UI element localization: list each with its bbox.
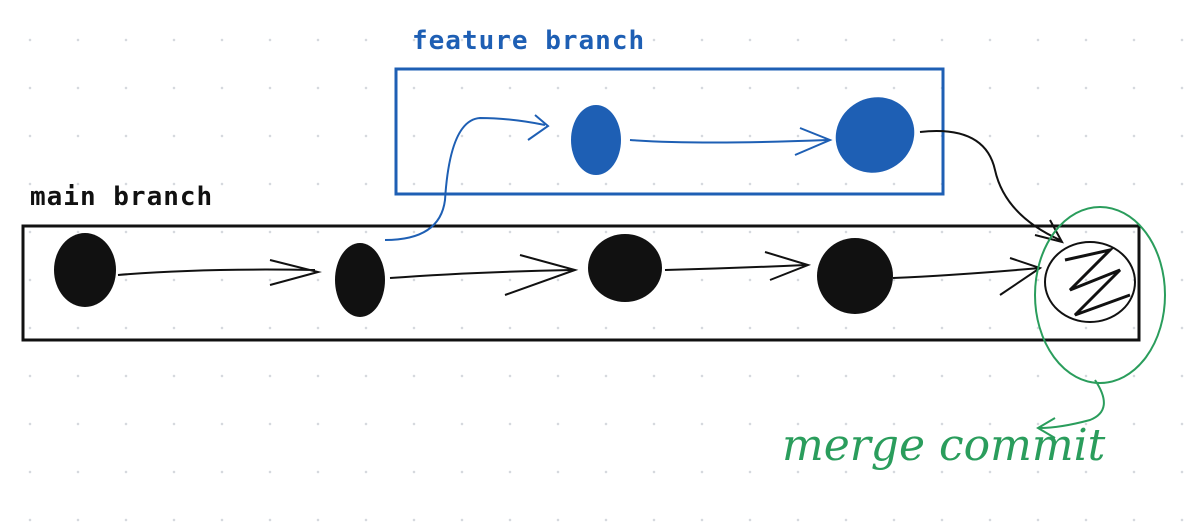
merge-commit-node bbox=[1044, 241, 1136, 323]
main-commit-4 bbox=[817, 238, 893, 314]
merge-annotation-arrow bbox=[1036, 379, 1105, 439]
feature-commit-2 bbox=[835, 97, 915, 173]
feature-commit-1 bbox=[571, 105, 621, 175]
merge-commit-scribble bbox=[1064, 247, 1131, 317]
main-commit-1 bbox=[54, 233, 116, 307]
main-commit-2 bbox=[335, 243, 385, 317]
merge-highlight-circle bbox=[1034, 206, 1166, 384]
feature-branch-label: feature branch bbox=[412, 26, 646, 56]
merge-commit-annotation: merge commit bbox=[782, 420, 1106, 471]
feature-arrows bbox=[384, 114, 833, 241]
main-branch-box bbox=[21, 224, 1141, 342]
main-commit-3 bbox=[588, 234, 662, 302]
main-branch-label: main branch bbox=[30, 182, 214, 212]
merge-arrow bbox=[919, 130, 1064, 244]
main-arrows bbox=[117, 251, 1043, 296]
